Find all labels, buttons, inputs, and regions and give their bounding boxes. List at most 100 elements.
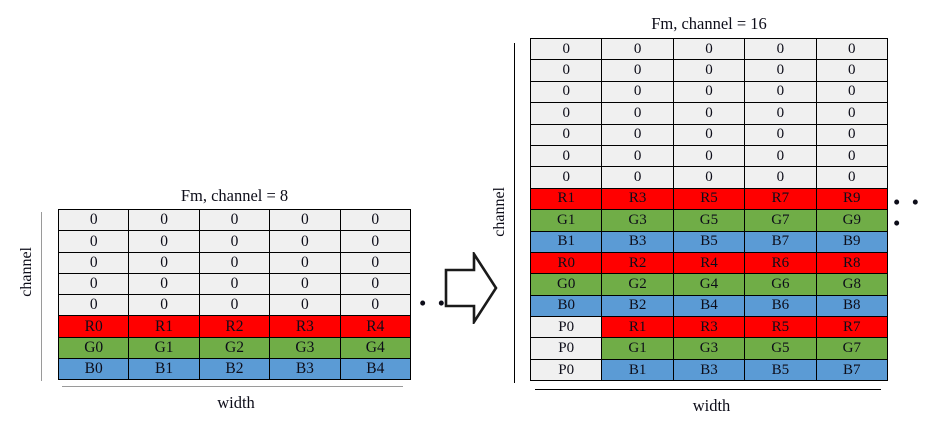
table-cell: B1 <box>601 358 674 382</box>
table-cell: G1 <box>128 336 200 359</box>
table-cell: R7 <box>744 187 817 211</box>
table-cell: 0 <box>815 102 889 125</box>
table-cell: 0 <box>744 144 817 168</box>
left-channel-axis-shaft <box>41 212 43 381</box>
table-cell: G3 <box>672 337 746 360</box>
table-cell: 0 <box>529 123 603 146</box>
table-cell: B3 <box>601 230 674 253</box>
table-cell: 0 <box>128 293 200 317</box>
table-cell: G2 <box>601 273 674 296</box>
table-cell: 0 <box>529 166 603 189</box>
table-cell: R4 <box>339 315 412 338</box>
table-cell: G2 <box>198 336 271 359</box>
table-cell: G7 <box>815 337 889 360</box>
right-channel-axis-label: channel <box>491 187 508 237</box>
table-cell: G3 <box>601 209 674 232</box>
table-cell: R5 <box>672 187 746 211</box>
table-cell: B6 <box>744 294 817 318</box>
table-cell: B3 <box>269 357 341 381</box>
table-cell: B5 <box>744 358 817 382</box>
transform-arrow-shape <box>444 252 498 324</box>
table-cell: 0 <box>529 59 603 82</box>
table-cell: 0 <box>269 272 341 296</box>
table-cell: R2 <box>198 315 271 338</box>
table-cell: G0 <box>529 273 603 296</box>
table-cell: 0 <box>529 144 603 168</box>
table-cell: G3 <box>269 336 341 359</box>
table-cell: 0 <box>744 166 817 189</box>
table-cell: R7 <box>815 316 889 339</box>
table-cell: 0 <box>128 272 200 296</box>
table-cell: P0 <box>529 316 603 339</box>
table-cell: 0 <box>672 37 746 61</box>
table-cell: R1 <box>601 316 674 339</box>
table-cell: B1 <box>529 230 603 253</box>
table-cell: B9 <box>815 230 889 253</box>
table-cell: 0 <box>815 80 889 104</box>
table-cell: 0 <box>269 293 341 317</box>
table-cell: 0 <box>601 123 674 146</box>
table-cell: B0 <box>529 294 603 318</box>
table-cell: 0 <box>269 230 341 253</box>
table-cell: R5 <box>744 316 817 339</box>
table-cell: 0 <box>57 272 130 296</box>
table-cell: B2 <box>198 357 271 381</box>
transform-arrow-icon <box>444 252 498 324</box>
table-cell: 0 <box>601 102 674 125</box>
table-cell: G7 <box>744 209 817 232</box>
table-cell: 0 <box>672 166 746 189</box>
table-cell: R1 <box>128 315 200 338</box>
table-cell: 0 <box>57 230 130 253</box>
table-cell: 0 <box>601 166 674 189</box>
table-cell: R6 <box>744 251 817 275</box>
table-cell: 0 <box>269 251 341 274</box>
left-channel-axis <box>41 205 43 381</box>
table-cell: R1 <box>529 187 603 211</box>
table-cell: 0 <box>198 208 271 232</box>
table-cell: R0 <box>57 315 130 338</box>
table-cell: R9 <box>815 187 889 211</box>
table-cell: 0 <box>815 144 889 168</box>
table-cell: B3 <box>672 358 746 382</box>
table-cell: B1 <box>128 357 200 381</box>
table-cell: G0 <box>57 336 130 359</box>
table-cell: 0 <box>198 293 271 317</box>
table-cell: 0 <box>744 80 817 104</box>
table-cell: P0 <box>529 358 603 382</box>
table-cell: 0 <box>672 144 746 168</box>
table-cell: 0 <box>815 123 889 146</box>
table-cell: G1 <box>601 337 674 360</box>
table-cell: G9 <box>815 209 889 232</box>
table-cell: 0 <box>672 59 746 82</box>
table-cell: 0 <box>529 102 603 125</box>
table-cell: 0 <box>744 37 817 61</box>
table-cell: 0 <box>339 230 412 253</box>
table-cell: B0 <box>57 357 130 381</box>
table-cell: R0 <box>529 251 603 275</box>
table-cell: B4 <box>339 357 412 381</box>
table-cell: 0 <box>339 208 412 232</box>
table-cell: R3 <box>601 187 674 211</box>
table-cell: 0 <box>672 80 746 104</box>
table-cell: 0 <box>744 123 817 146</box>
table-cell: G8 <box>815 273 889 296</box>
table-cell: 0 <box>128 251 200 274</box>
